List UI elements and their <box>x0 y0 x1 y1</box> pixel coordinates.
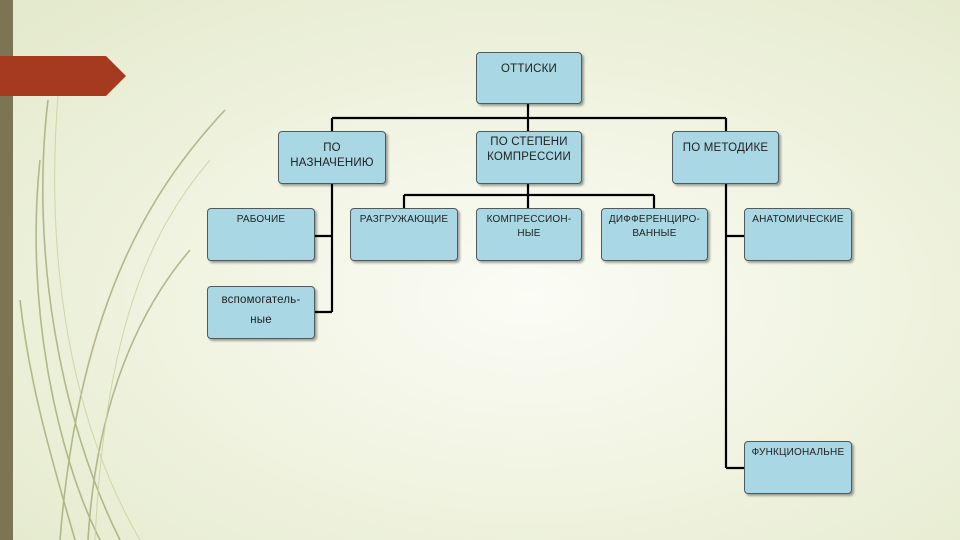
leaf-node-functional: ФУНКЦИОНАЛЬНЕ <box>744 441 852 494</box>
leaf-node-anatomical: АНАТОМИЧЕСКИЕ <box>744 208 852 261</box>
leaf-node-working: РАБОЧИЕ <box>207 208 315 261</box>
category-label-line2: КОМПРЕССИИ <box>487 151 571 163</box>
category-label: ПО НАЗНАЧЕНИЮ <box>290 142 374 169</box>
leaf-label: ФУНКЦИОНАЛЬНЕ <box>751 447 845 458</box>
leaf-node-auxiliary: вспомогатель- ные <box>207 286 315 339</box>
leaf-label-line1: вспомогатель- <box>221 294 301 306</box>
leaf-node-unloading: РАЗГРУЖАЮЩИЕ <box>350 208 458 261</box>
category-node-by-compression: ПО СТЕПЕНИ КОМПРЕССИИ <box>476 131 582 184</box>
decorative-swooshes <box>19 94 226 540</box>
root-node-ottiski: ОТТИСКИ <box>476 52 582 104</box>
slide-left-bar <box>0 0 13 540</box>
leaf-label-line2: НЫЕ <box>517 228 541 239</box>
leaf-label: РАЗГРУЖАЮЩИЕ <box>359 214 449 225</box>
leaf-label: АНАТОМИЧЕСКИЕ <box>752 214 844 225</box>
leaf-label-line1: КОМПРЕССИОН- <box>486 214 572 225</box>
category-node-by-purpose: ПО НАЗНАЧЕНИЮ <box>278 131 386 184</box>
leaf-label-line2: ные <box>250 314 272 326</box>
leaf-node-differentiated: ДИФФЕРЕНЦИРО- ВАННЫЕ <box>601 208 708 261</box>
leaf-label-line2: ВАННЫЕ <box>632 228 677 239</box>
leaf-label: РАБОЧИЕ <box>236 214 286 225</box>
root-label: ОТТИСКИ <box>501 63 557 75</box>
category-label: ПО МЕТОДИКЕ <box>682 142 769 154</box>
category-label-line1: ПО СТЕПЕНИ <box>490 136 568 148</box>
leaf-node-compression: КОМПРЕССИОН- НЫЕ <box>476 208 582 261</box>
category-node-by-method: ПО МЕТОДИКЕ <box>672 131 779 184</box>
leaf-label-line1: ДИФФЕРЕНЦИРО- <box>608 214 701 225</box>
accent-arrow-shape <box>0 56 126 96</box>
